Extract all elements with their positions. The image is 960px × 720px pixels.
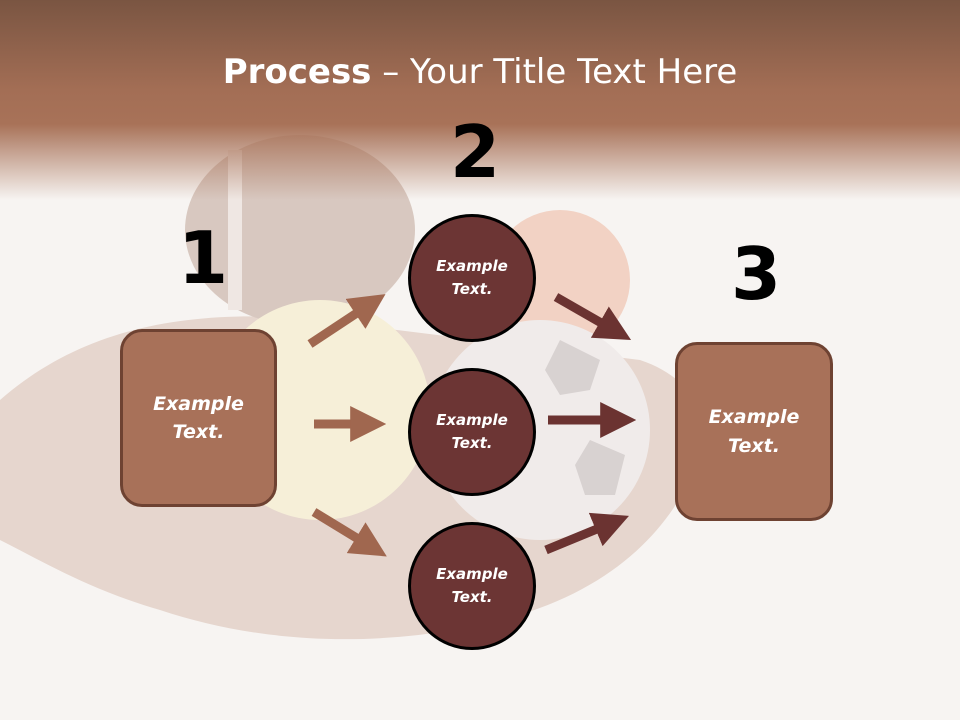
slide-title: Process – Your Title Text Here	[0, 52, 960, 92]
arrow-to-circle-top	[307, 294, 386, 348]
arrow-from-circle-top	[553, 293, 632, 341]
step-1-box[interactable]: Example Text.	[120, 329, 277, 507]
title-rest: – Your Title Text Here	[371, 52, 738, 92]
step-3-label: Example Text.	[708, 406, 800, 457]
step-2-circle-middle[interactable]: Example Text.	[408, 368, 536, 496]
header-band	[0, 0, 960, 200]
step-number-2: 2	[450, 110, 501, 194]
step-2-circle-bottom[interactable]: Example Text.	[408, 522, 536, 650]
title-bold: Process	[222, 52, 372, 92]
circle-middle-label: Example Text.	[436, 410, 508, 452]
step-number-1: 1	[178, 216, 229, 300]
step-3-box[interactable]: Example Text.	[675, 342, 833, 521]
arrow-to-circle-bottom	[311, 508, 387, 557]
step-2-circle-top[interactable]: Example Text.	[408, 214, 536, 342]
circle-top-label: Example Text.	[436, 256, 508, 298]
step-1-label: Example Text.	[153, 392, 244, 444]
step-number-3: 3	[731, 232, 782, 316]
arrow-from-circle-bottom	[544, 512, 629, 555]
circle-bottom-label: Example Text.	[436, 564, 508, 606]
